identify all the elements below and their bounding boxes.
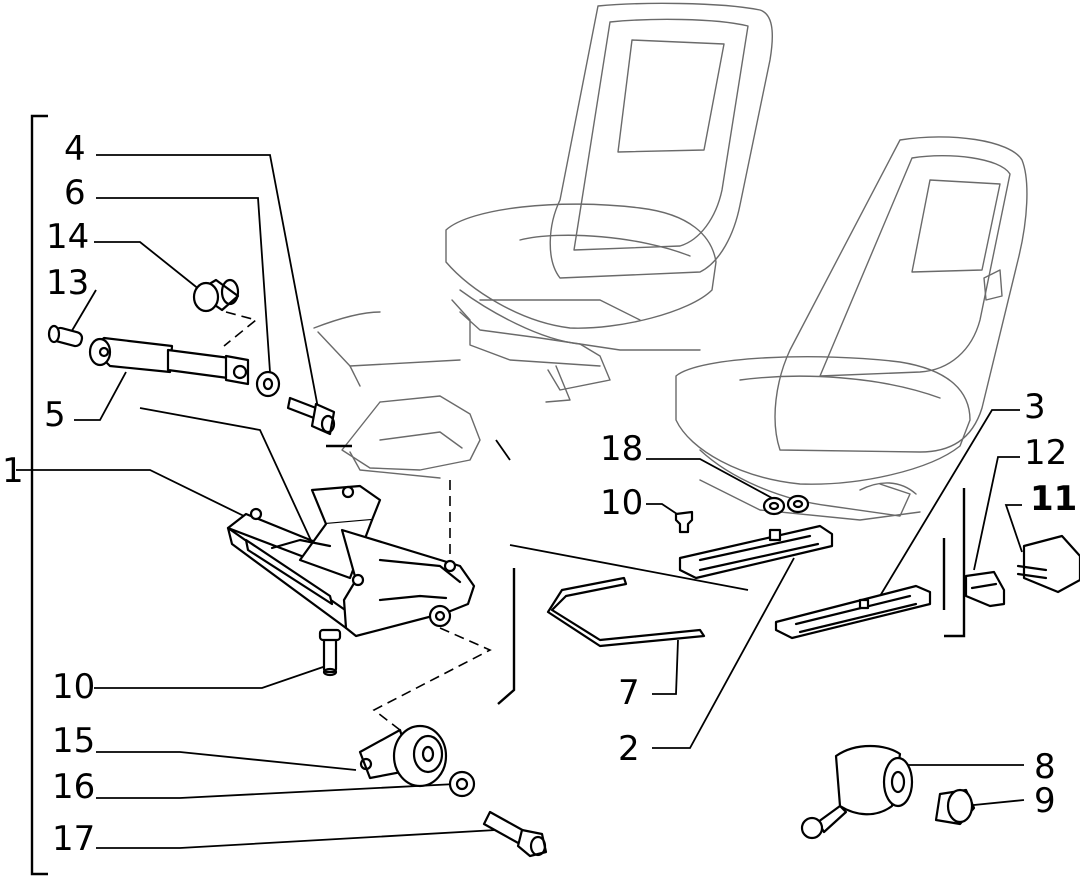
seat-back-left-outline bbox=[445, 2, 773, 403]
callout-16: 16 bbox=[52, 767, 95, 807]
callout-12: 12 bbox=[1024, 433, 1067, 473]
callout-15: 15 bbox=[52, 721, 95, 761]
callout-8: 8 bbox=[1034, 747, 1056, 787]
callout-10-lower: 10 bbox=[52, 667, 95, 707]
part-4-bolt bbox=[286, 396, 336, 436]
part-14-bushing bbox=[192, 278, 240, 313]
callout-2: 2 bbox=[618, 729, 640, 769]
callout-13: 13 bbox=[46, 263, 89, 303]
part-10-clip-upper bbox=[674, 510, 694, 534]
part-5-gas-strut bbox=[88, 336, 250, 386]
callout-9: 9 bbox=[1034, 781, 1056, 821]
seat-back-right-outline bbox=[675, 136, 1028, 521]
leader-lines bbox=[16, 154, 1025, 849]
part-13-pin bbox=[47, 324, 84, 348]
callout-14: 14 bbox=[46, 217, 89, 257]
bracket-right-top bbox=[944, 488, 966, 638]
callout-labels: 1 2 3 4 5 6 7 8 9 10 10 11 12 13 14 15 1… bbox=[2, 129, 1077, 859]
bracket-middle bbox=[497, 568, 516, 705]
part-12-clip bbox=[964, 570, 1006, 608]
part-9-cap bbox=[934, 788, 976, 826]
callout-6: 6 bbox=[64, 173, 86, 213]
part-7-wire-spring bbox=[546, 576, 706, 648]
part-10-screw-lower bbox=[318, 628, 342, 677]
part-11-end-cap bbox=[1016, 534, 1080, 594]
callout-7: 7 bbox=[618, 673, 640, 713]
callout-11: 11 bbox=[1030, 479, 1077, 519]
part-1-seat-frame bbox=[226, 484, 476, 638]
callout-10-upper: 10 bbox=[600, 483, 643, 523]
part-17-knurled-bolt bbox=[482, 810, 548, 858]
callout-1: 1 bbox=[2, 451, 24, 491]
callout-18: 18 bbox=[600, 429, 643, 469]
assembly-dash-lines bbox=[223, 311, 492, 731]
part-18-nuts bbox=[762, 494, 810, 516]
part-2-seat-rail bbox=[678, 524, 834, 580]
part-15-knob-housing bbox=[358, 724, 448, 788]
part-16-washer bbox=[448, 770, 476, 798]
group-bracket-left bbox=[30, 114, 48, 876]
callout-17: 17 bbox=[52, 819, 95, 859]
callout-4: 4 bbox=[64, 129, 86, 169]
callout-3: 3 bbox=[1024, 387, 1046, 427]
ghost-frame-outline bbox=[313, 311, 481, 479]
callout-5: 5 bbox=[44, 395, 66, 435]
part-6-washer bbox=[255, 370, 281, 398]
part-8-lever-housing bbox=[800, 745, 914, 840]
part-3-seat-rail bbox=[774, 584, 932, 640]
